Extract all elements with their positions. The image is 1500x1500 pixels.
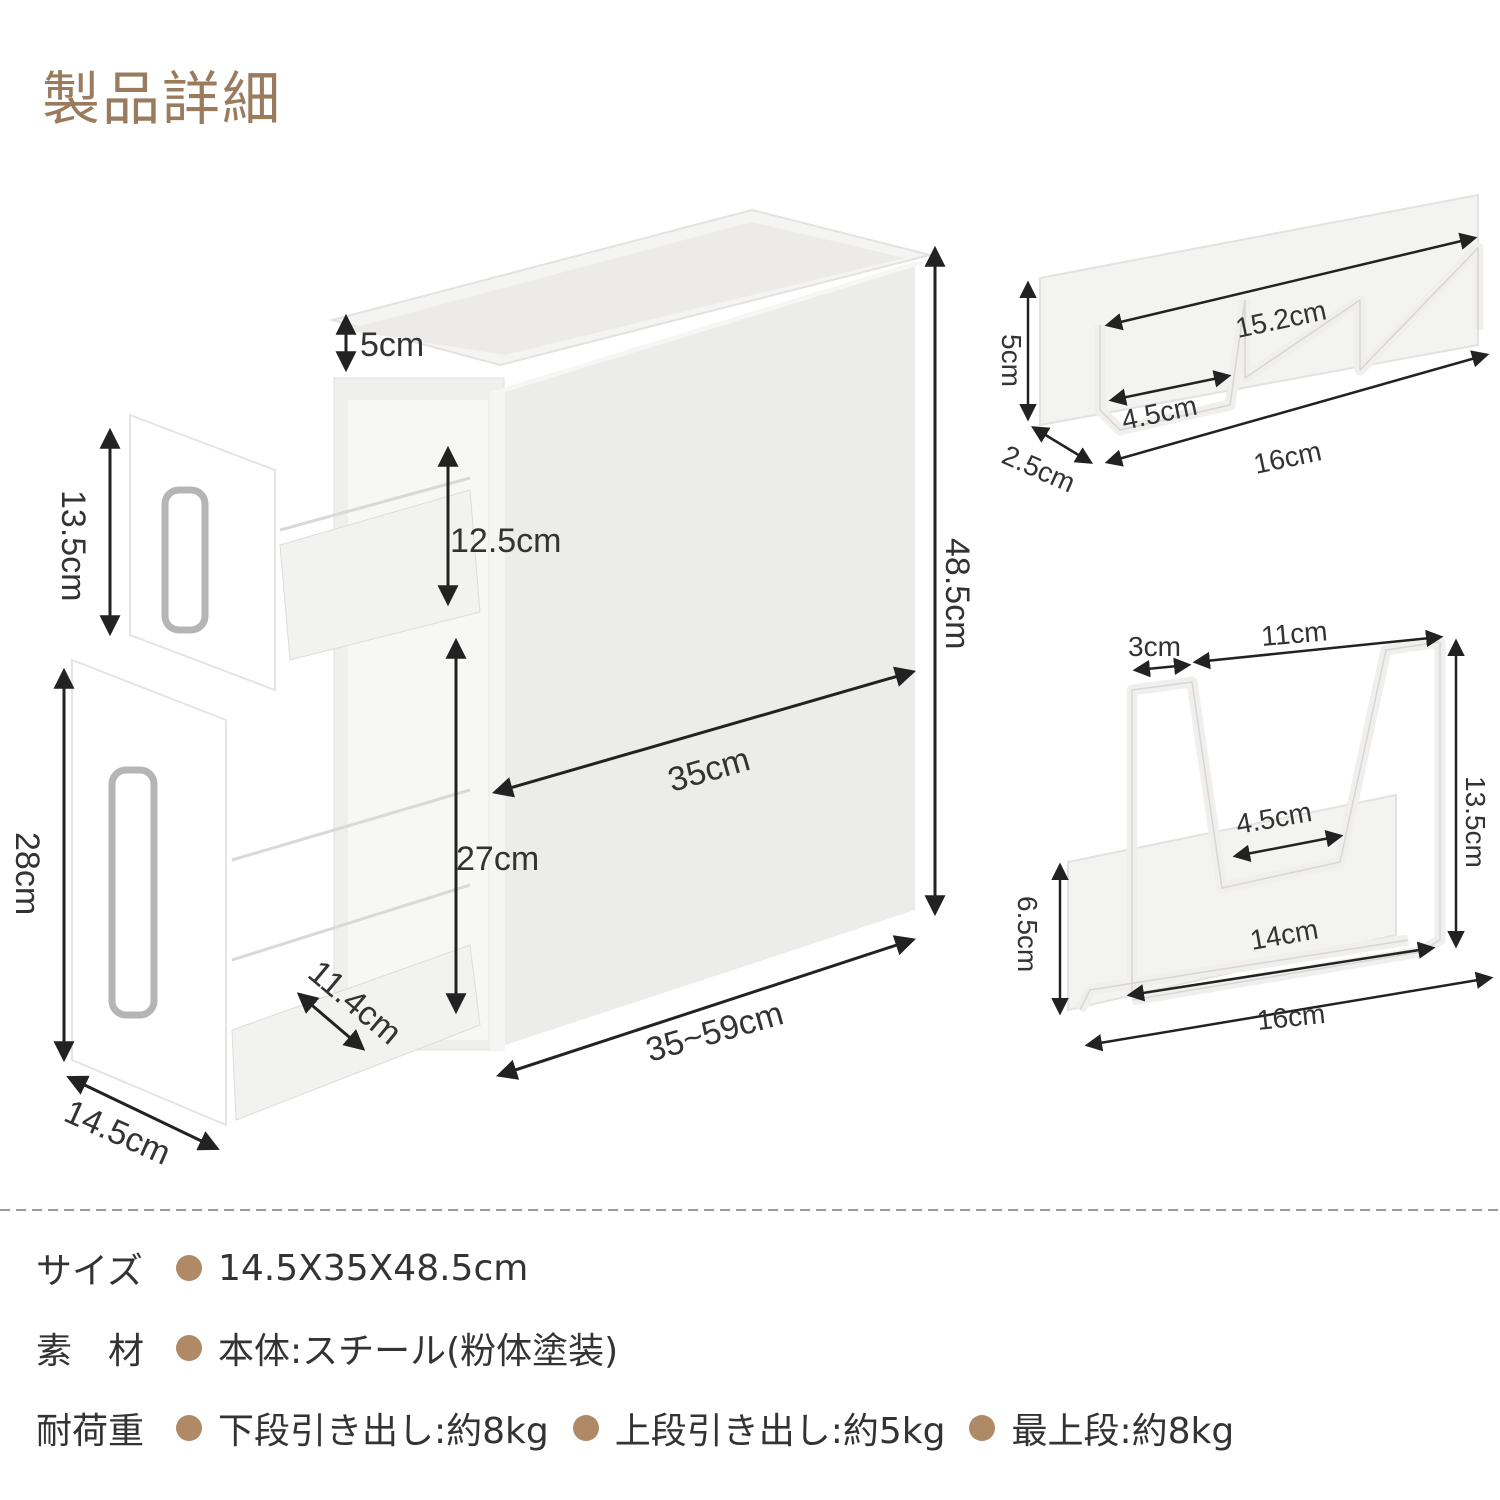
upper-drawer-handle-icon: [161, 486, 209, 634]
load-value-lower: 下段引き出し:約8kg: [218, 1411, 549, 1452]
upper-drawer: [129, 413, 481, 692]
dim-lid-base-height: 6.5cm: [1012, 896, 1043, 972]
dim-lid-span: 11cm: [1260, 615, 1329, 652]
load-value-upper: 上段引き出し:約5kg: [614, 1411, 946, 1452]
dim-total-height: 48.5cm: [938, 538, 976, 650]
dim-lid-slot: 3cm: [1128, 631, 1181, 662]
load-item-lower: 下段引き出し:約8kg: [170, 1402, 549, 1454]
dim-hook-height: 5cm: [996, 334, 1027, 387]
dim-hook-length: 16cm: [1251, 435, 1324, 480]
lid-stand-dimension-lines: [1051, 629, 1494, 1052]
dim-upper-drawer-height: 13.5cm: [54, 490, 92, 602]
load-item-upper: 上段引き出し:約5kg: [567, 1402, 946, 1454]
page-title: 製品詳細: [42, 65, 283, 133]
load-value-top: 最上段:約8kg: [1011, 1411, 1235, 1452]
spec-value-material: 本体:スチール(粉体塗装): [218, 1331, 619, 1372]
spec-row-size: サイズ 14.5X35X48.5cm: [36, 1228, 1480, 1308]
spec-row-load: 耐荷重 下段引き出し:約8kg 上段引き出し:約5kg 最上段:約8kg: [36, 1388, 1480, 1468]
load-item-top: 最上段:約8kg: [963, 1402, 1234, 1454]
spec-value-size: 14.5X35X48.5cm: [218, 1247, 529, 1289]
hook-dimension-lines: [1019, 232, 1490, 467]
spec-label-load: 耐荷重: [36, 1411, 145, 1452]
dim-lid-height: 13.5cm: [1460, 776, 1491, 868]
bullet-icon: [969, 1415, 996, 1441]
lower-drawer-handle-icon: [108, 766, 158, 1019]
cabinet-dimension-lines: [53, 245, 946, 1151]
spec-row-material: 素 材 本体:スチール(粉体塗装): [36, 1308, 1480, 1388]
bullet-icon: [176, 1415, 202, 1441]
dim-width: 14.5cm: [59, 1093, 176, 1173]
dim-lower-drawer-height: 28cm: [8, 832, 46, 915]
spec-label-size: サイズ: [36, 1251, 143, 1292]
dim-lid-length: 16cm: [1255, 998, 1326, 1036]
dim-lower-inner-height: 27cm: [456, 840, 539, 878]
spec-label-material: 素 材: [36, 1331, 145, 1372]
bullet-icon: [572, 1415, 599, 1441]
dim-upper-inner-height: 12.5cm: [450, 522, 562, 560]
bullet-icon: [176, 1335, 202, 1361]
bullet-icon: [176, 1255, 202, 1281]
dim-top-lip: 5cm: [360, 326, 424, 364]
spec-list: サイズ 14.5X35X48.5cm 素 材 本体:スチール(粉体塗装) 耐荷重…: [36, 1228, 1480, 1468]
